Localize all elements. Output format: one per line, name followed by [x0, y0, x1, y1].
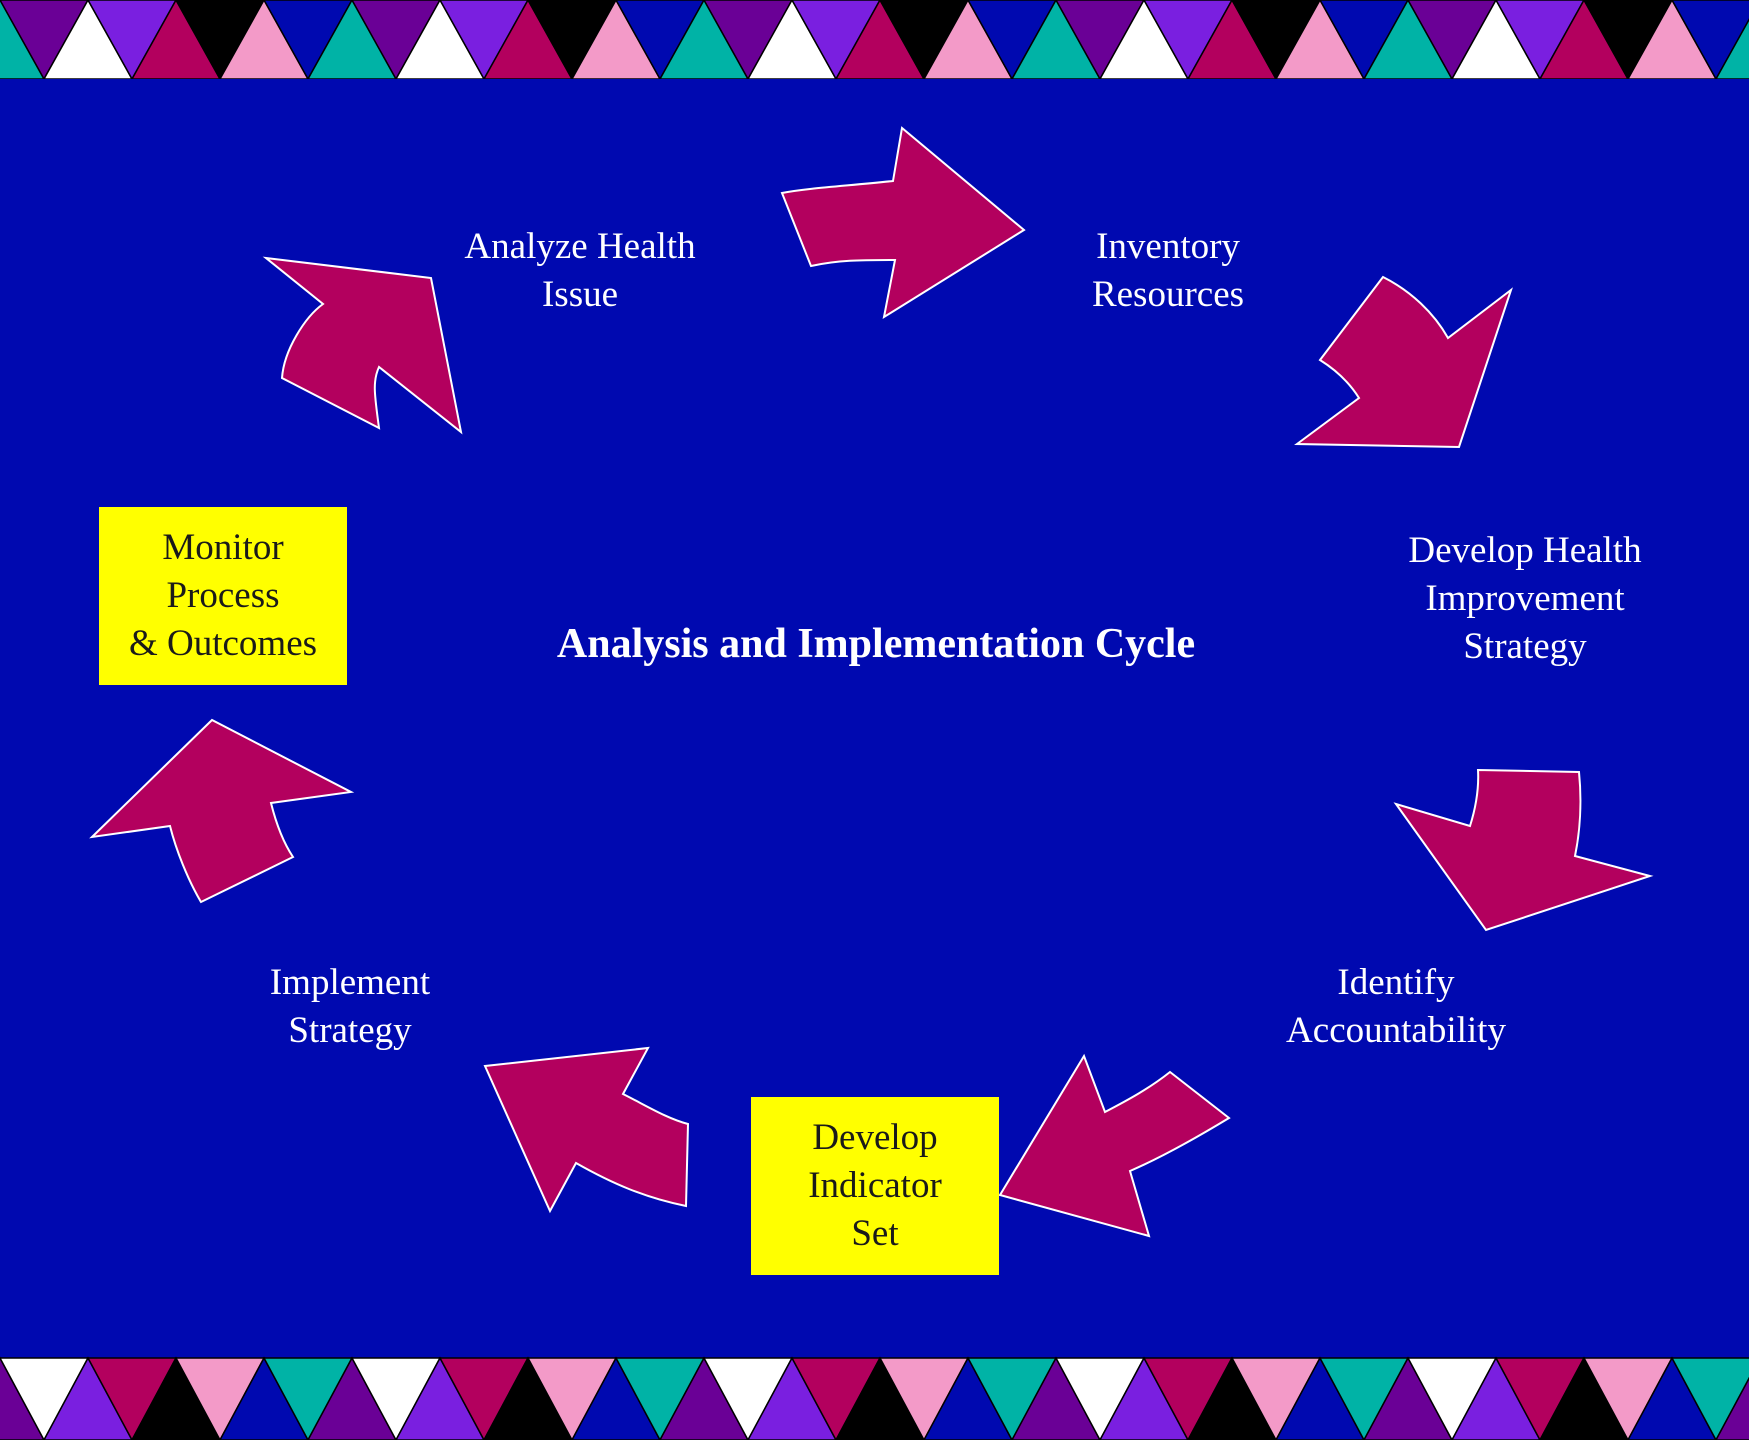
label-line: Develop: [812, 1117, 938, 1158]
step-label-identify-accountability: Identify Accountability: [1286, 959, 1506, 1055]
label-line: Issue: [541, 274, 619, 315]
step-box-develop-indicator-set: Develop Indicator Set: [751, 1097, 999, 1275]
label-line: Resources: [1091, 274, 1245, 315]
label-line: Analyze Health: [464, 226, 696, 267]
arrow-indicator-to-implement: [483, 1046, 690, 1214]
step-label-analyze-health-issue: Analyze Health Issue: [464, 223, 695, 319]
arrow-strategy-to-accountability: [1393, 768, 1654, 932]
label-line: Improvement: [1425, 578, 1625, 619]
label-line: Set: [851, 1213, 899, 1254]
label-line: Implement: [269, 962, 431, 1003]
arrow-inventory-to-strategy: [1294, 275, 1513, 449]
label-line: Indicator: [808, 1165, 942, 1206]
arrow-monitor-to-analyze: [262, 256, 463, 435]
arrow-analyze-to-inventory: [780, 126, 1026, 320]
arrow-implement-to-monitor: [89, 718, 355, 904]
top-triangle-border: [0, 0, 1749, 81]
diagram-title: Analysis and Implementation Cycle: [556, 621, 1196, 667]
label-line: Accountability: [1286, 1010, 1506, 1051]
label-line: Monitor: [162, 527, 284, 568]
label-line: Strategy: [1463, 626, 1587, 667]
step-label-inventory-resources: Inventory Resources: [1092, 223, 1244, 319]
label-line: Process: [166, 575, 280, 616]
label-line: & Outcomes: [128, 623, 318, 664]
label-line: Identify: [1337, 962, 1455, 1003]
bottom-triangle-border: [0, 1356, 1749, 1440]
step-box-monitor-process-outcomes: Monitor Process & Outcomes: [99, 507, 347, 685]
step-label-develop-strategy: Develop Health Improvement Strategy: [1408, 527, 1641, 671]
border-triangle: [1715, 1376, 1749, 1440]
arrow-accountability-to-indicator: [998, 1053, 1231, 1238]
label-line: Strategy: [288, 1010, 412, 1051]
cycle-arrows: [89, 126, 1654, 1238]
border-triangle: [1714, 18, 1749, 80]
label-line: Develop Health: [1408, 530, 1642, 571]
label-line: Inventory: [1096, 226, 1240, 267]
step-label-implement-strategy: Implement Strategy: [270, 959, 430, 1055]
